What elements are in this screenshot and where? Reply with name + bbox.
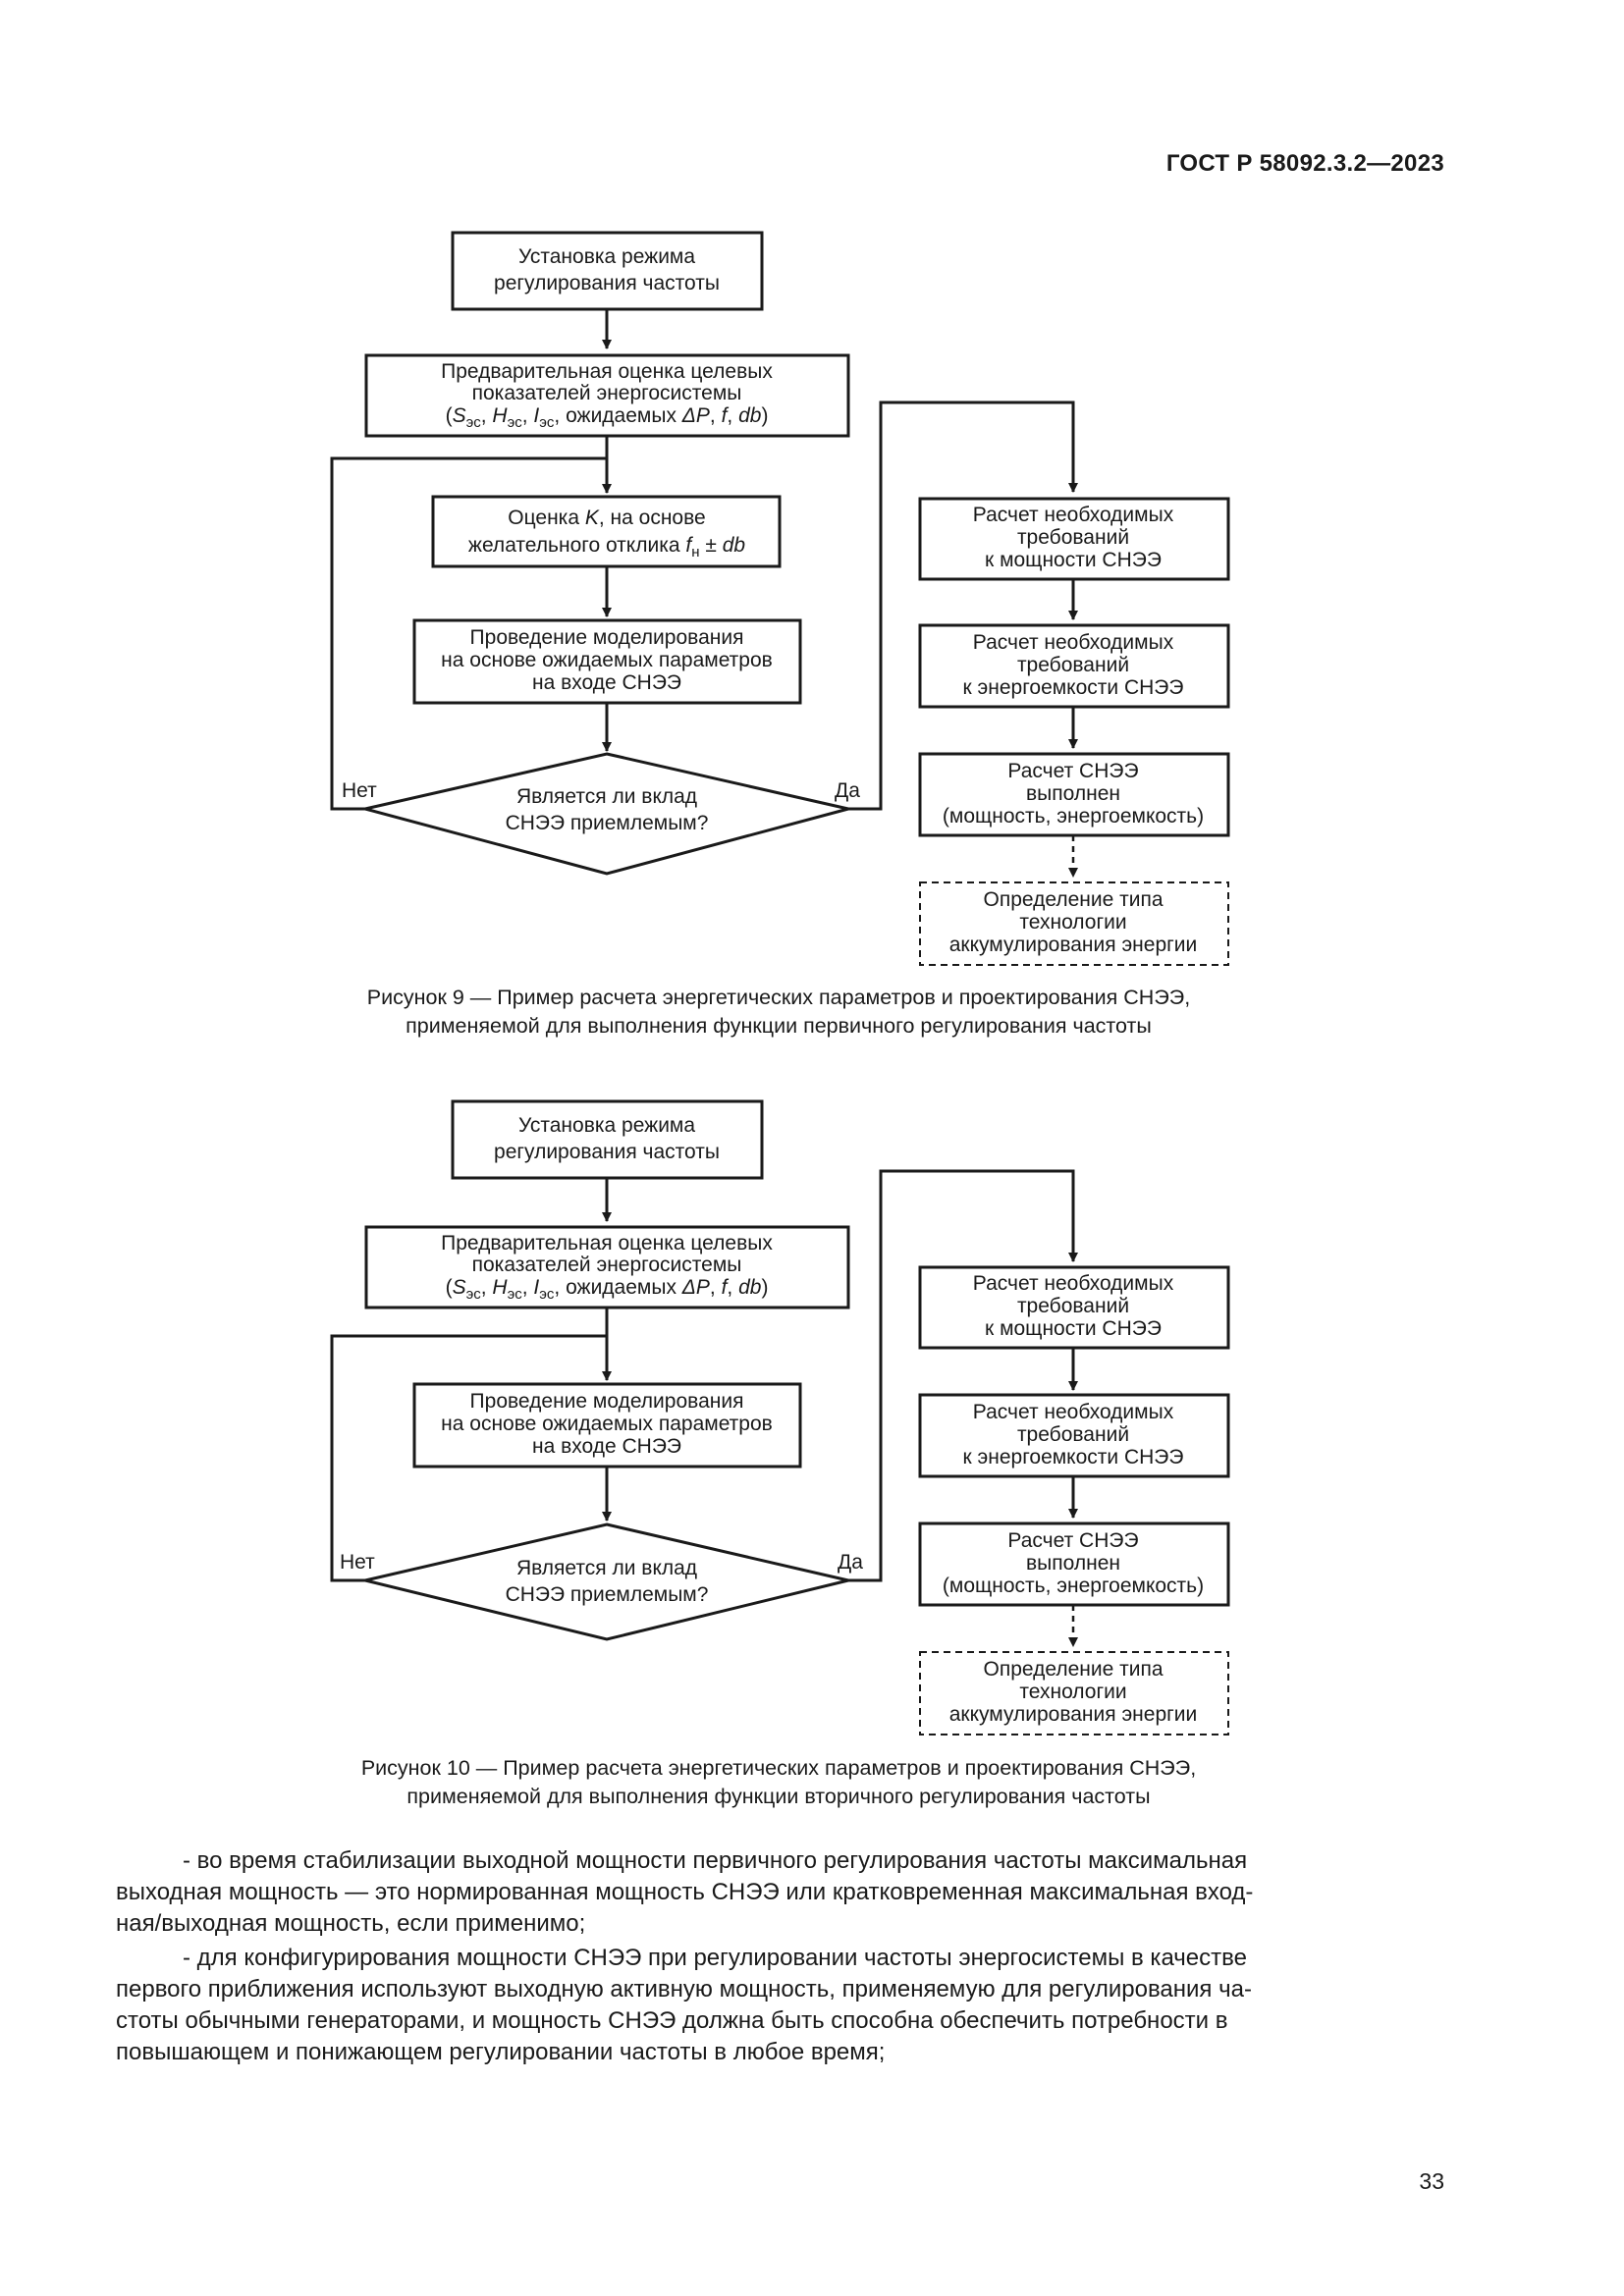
box-line: к мощности СНЭЭ (985, 1317, 1162, 1340)
calculation-done-box (918, 752, 1230, 837)
box-line: выполнен (1026, 782, 1120, 805)
yes-label: Да (838, 1551, 863, 1574)
box-line: на входе СНЭЭ (532, 1435, 681, 1458)
preliminary-estimate-box (364, 353, 850, 438)
setup-mode-box (451, 231, 764, 311)
figure-10-flowchart: Установка режима регулирования частоты П… (330, 1099, 1230, 1735)
box-line: к энергоемкости СНЭЭ (963, 1446, 1184, 1468)
decision-line: СНЭЭ приемлемым? (506, 1583, 709, 1606)
box-line: Оценка K, на основе (508, 507, 705, 529)
no-loop-connector (330, 456, 607, 811)
box-line: требований (1017, 526, 1129, 549)
box-line: Определение типа (983, 1658, 1163, 1681)
paragraph-power-stabilization: - во время стабилизации выходной мощност… (116, 1845, 1441, 1940)
decision-line: Является ли вклад (516, 1557, 697, 1579)
k-estimate-box (431, 495, 782, 568)
decision-line: СНЭЭ приемлемым? (506, 812, 709, 834)
modeling-box (412, 1382, 802, 1468)
box-line: Расчет необходимых (973, 631, 1174, 654)
box-line: требований (1017, 1295, 1129, 1317)
box-line: на входе СНЭЭ (532, 671, 681, 694)
box-line: Расчет СНЭЭ (1007, 760, 1138, 782)
text-line: выходная мощность — это нормированная мо… (116, 1879, 1254, 1905)
energy-requirements-box (918, 623, 1230, 709)
box-line: технологии (1019, 1681, 1126, 1703)
box-line: на основе ожидаемых параметров (441, 649, 773, 671)
box-line: к энергоемкости СНЭЭ (963, 676, 1184, 699)
box-line: Предварительная оценка целевых (441, 1232, 773, 1255)
box-line: показателей энергосистемы (472, 1254, 742, 1276)
energy-requirements-box (918, 1393, 1230, 1478)
text-line: первого приближения используют выходную … (116, 1976, 1252, 2002)
page-number: 33 (1419, 2168, 1444, 2194)
decision-line: Является ли вклад (516, 785, 697, 808)
box-line: регулирования частоты (494, 272, 720, 294)
setup-mode-box (451, 1099, 764, 1180)
box-line: желательного отклика fн ± db (468, 534, 745, 561)
parameters-line: (Sэс, Hэс, Iэс, ожидаемых ΔP, f, db) (446, 404, 769, 431)
box-line: требований (1017, 654, 1129, 676)
caption-line: применяемой для выполнения функции перви… (406, 1014, 1152, 1038)
box-line: Расчет необходимых (973, 1401, 1174, 1423)
box-line: Установка режима (518, 245, 695, 268)
figure-9-caption: Рисунок 9 — Пример расчета энергетически… (196, 984, 1361, 1041)
power-requirements-box (918, 1265, 1230, 1350)
box-line: Проведение моделирования (470, 1390, 744, 1413)
text-line: - для конфигурирования мощности СНЭЭ при… (183, 1945, 1247, 1971)
box-line: к мощности СНЭЭ (985, 549, 1162, 571)
caption-line: применяемой для выполнения функции втори… (406, 1785, 1151, 1808)
no-label: Нет (340, 1551, 375, 1574)
power-requirements-box (918, 497, 1230, 581)
calculation-done-box (918, 1522, 1230, 1607)
technology-type-box (919, 1651, 1229, 1735)
technology-type-box (919, 881, 1229, 966)
box-line: на основе ожидаемых параметров (441, 1413, 773, 1435)
modeling-box (412, 618, 802, 705)
no-label: Нет (342, 779, 377, 802)
text-line: ная/выходная мощность, если применимо; (116, 1910, 586, 1937)
parameters-line: (Sэс, Hэс, Iэс, ожидаемых ΔP, f, db) (446, 1276, 769, 1303)
box-line: требований (1017, 1423, 1129, 1446)
box-line: показателей энергосистемы (472, 382, 742, 404)
figure-10-caption: Рисунок 10 — Пример расчета энергетическ… (196, 1754, 1361, 1811)
yes-connector (848, 1169, 1078, 1582)
box-line: Проведение моделирования (470, 626, 744, 649)
no-loop-connector (330, 1334, 607, 1582)
box-line: Расчет необходимых (973, 504, 1174, 526)
box-line: аккумулирования энергии (949, 1703, 1198, 1726)
yes-connector (848, 400, 1078, 811)
decision-diamond (364, 752, 849, 876)
box-line: (мощность, энергоемкость) (943, 805, 1204, 828)
caption-line: Рисунок 9 — Пример расчета энергетически… (366, 986, 1191, 1009)
box-line: Установка режима (518, 1114, 695, 1137)
document-header: ГОСТ Р 58092.3.2—2023 (1165, 150, 1444, 177)
text-line: повышающем и понижающем регулировании ча… (116, 2039, 886, 2065)
box-line: выполнен (1026, 1552, 1120, 1575)
text-line: - во время стабилизации выходной мощност… (183, 1847, 1248, 1874)
caption-line: Рисунок 10 — Пример расчета энергетическ… (360, 1756, 1197, 1780)
preliminary-estimate-box (364, 1225, 850, 1309)
box-line: (мощность, энергоемкость) (943, 1575, 1204, 1597)
decision-diamond (364, 1522, 849, 1641)
yes-label: Да (835, 779, 860, 802)
box-line: Расчет СНЭЭ (1007, 1529, 1138, 1552)
figure-9-flowchart: Установка режима регулирования частоты П… (330, 231, 1230, 966)
box-line: Расчет необходимых (973, 1272, 1174, 1295)
paragraph-power-configuration: - для конфигурирования мощности СНЭЭ при… (116, 1943, 1441, 2068)
box-line: аккумулирования энергии (949, 934, 1198, 956)
box-line: технологии (1019, 911, 1126, 934)
text-line: стоты обычными генераторами, и мощность … (116, 2007, 1228, 2034)
box-line: Предварительная оценка целевых (441, 360, 773, 383)
box-line: регулирования частоты (494, 1141, 720, 1163)
box-line: Определение типа (983, 888, 1163, 911)
